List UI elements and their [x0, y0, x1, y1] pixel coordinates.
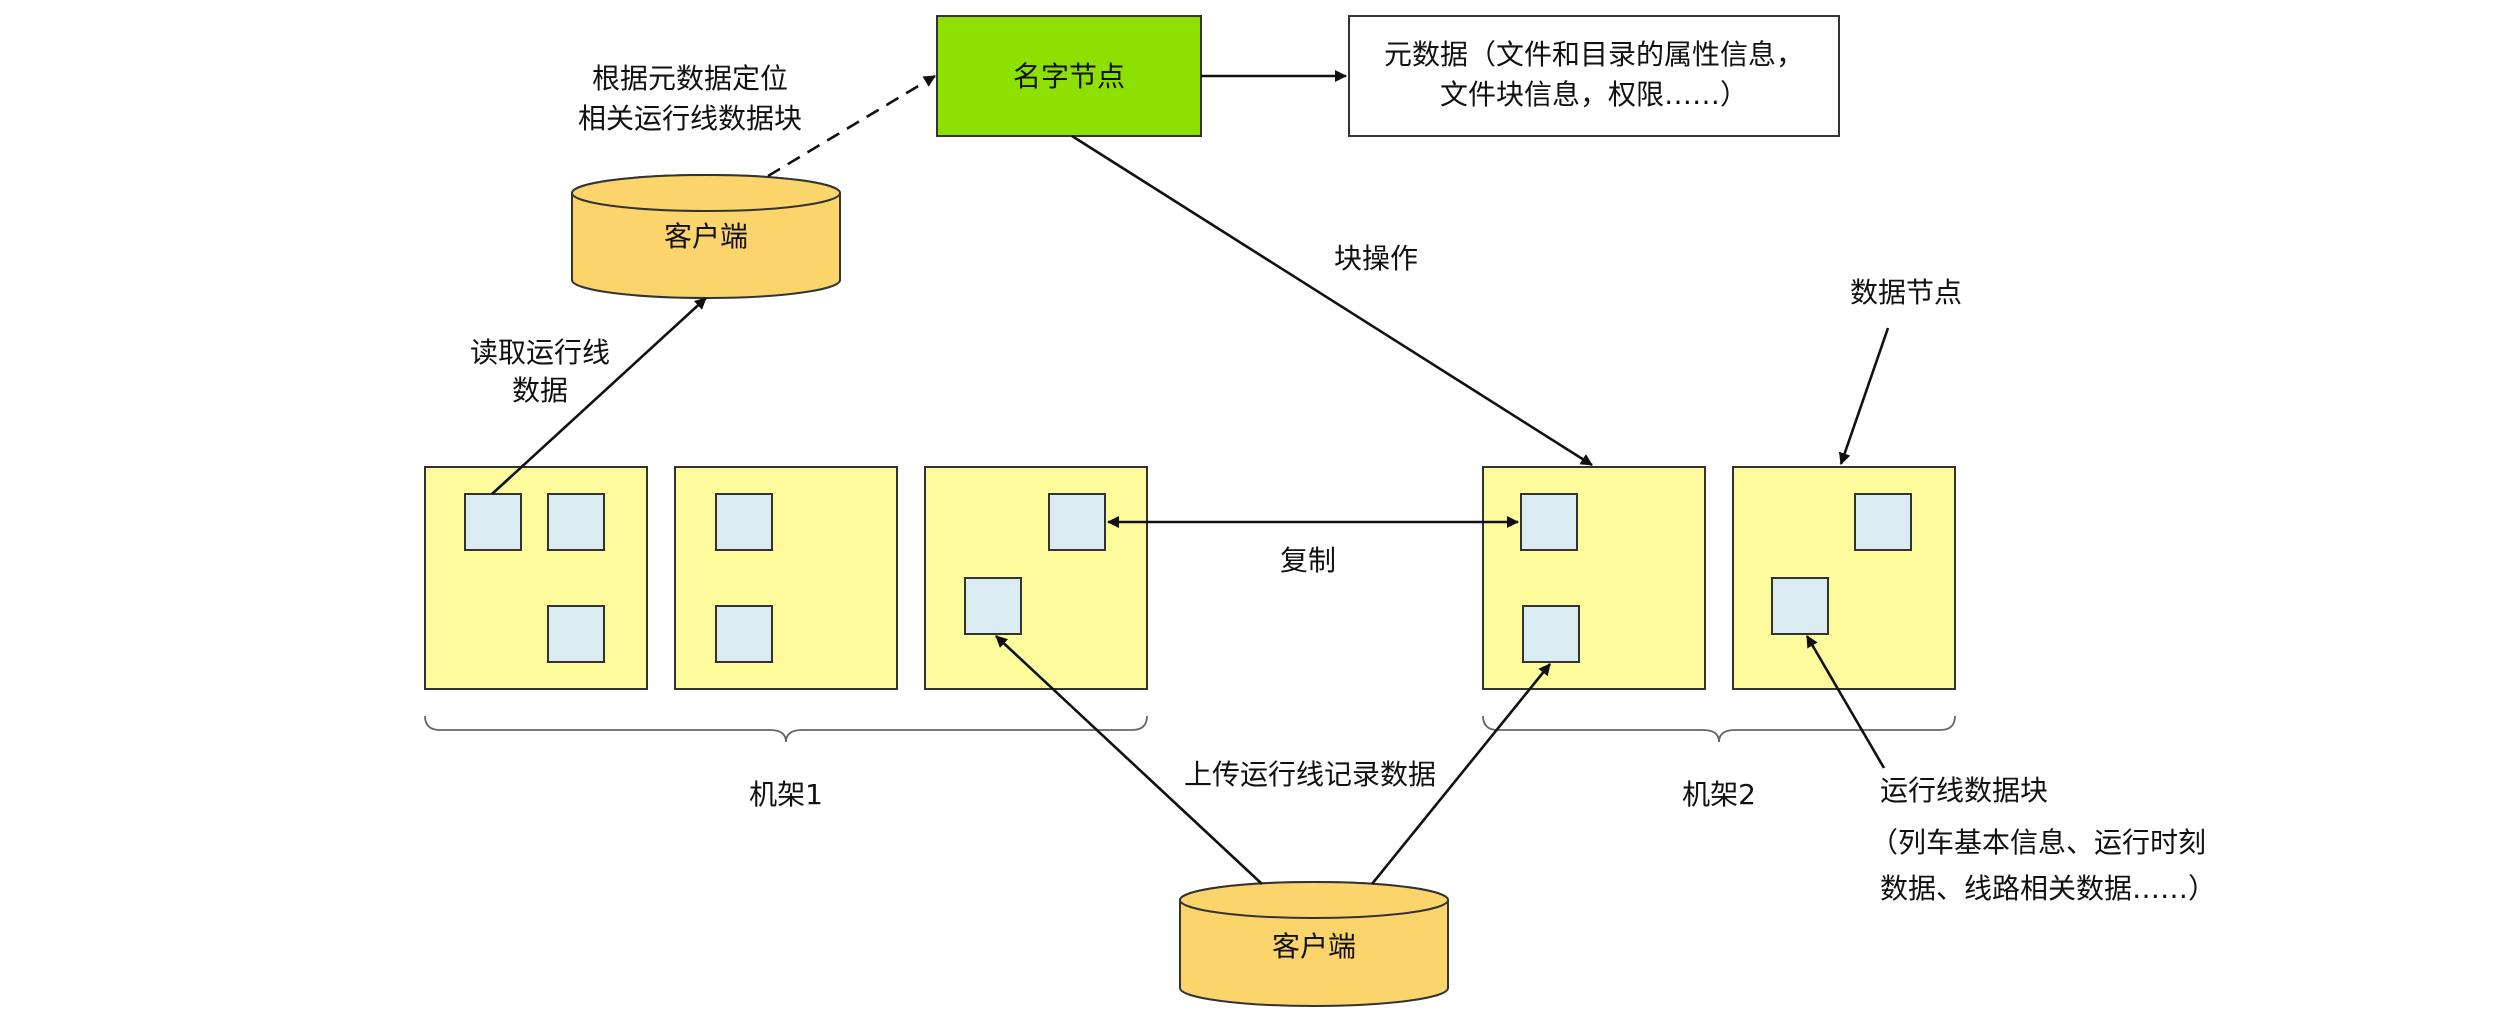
data-block-pointer-arrow [1805, 635, 1886, 769]
client-top-cylinder [571, 174, 841, 299]
client-bottom-label: 客户端 [1272, 930, 1356, 963]
name-node-box [936, 15, 1202, 137]
client-bottom-cylinder [1179, 881, 1449, 1007]
locate-label-line2: 相关运行线数据块 [578, 102, 802, 135]
upload-arrow-rack1 [995, 635, 1263, 885]
data-block [715, 493, 773, 551]
read-data-arrow [491, 297, 707, 495]
data-block [1771, 577, 1829, 635]
data-block [1522, 605, 1580, 663]
read-label-line1: 读取运行线 [470, 336, 610, 369]
data-block [547, 605, 605, 663]
data-node-label: 数据节点 [1850, 276, 1962, 309]
block-operation-label: 块操作 [1334, 242, 1418, 275]
rack1-brace [424, 715, 1148, 743]
metadata-label-line1: 元数据（文件和目录的属性信息， [1384, 38, 1804, 71]
rack1-node1-box [424, 466, 648, 690]
upload-label: 上传运行线记录数据 [1184, 758, 1436, 791]
rack2-node2-box [1732, 466, 1956, 690]
rack1-label: 机架1 [749, 778, 823, 811]
upload-arrow-rack2 [1370, 663, 1552, 885]
data-block-label-line3: 数据、线路相关数据……） [1880, 872, 2216, 905]
data-block [964, 577, 1022, 635]
data-node-pointer-arrow [1838, 327, 1890, 465]
data-block-label-line1: 运行线数据块 [1880, 774, 2048, 807]
rack1-node3-box [924, 466, 1148, 690]
data-block [1048, 493, 1106, 551]
replication-label: 复制 [1280, 544, 1336, 577]
metadata-box [1348, 15, 1840, 137]
rack2-brace [1482, 715, 1956, 743]
name-node-label: 名字节点 [1013, 60, 1125, 93]
locate-label-line1: 根据元数据定位 [592, 62, 788, 95]
data-block [1520, 493, 1578, 551]
client-top-label: 客户端 [664, 220, 748, 253]
data-block-label-line2: （列车基本信息、运行时刻 [1870, 826, 2206, 859]
data-block [715, 605, 773, 663]
read-label-line2: 数据 [512, 374, 568, 407]
client-to-namenode-dashed-arrow [767, 74, 936, 178]
rack2-node1-box [1482, 466, 1706, 690]
rack1-node2-box [674, 466, 898, 690]
data-block [464, 493, 522, 551]
data-block [1854, 493, 1912, 551]
metadata-label-line2: 文件块信息，权限……） [1440, 78, 1748, 111]
block-operation-arrow [1071, 134, 1593, 467]
rack2-label: 机架2 [1682, 778, 1756, 811]
data-block [547, 493, 605, 551]
